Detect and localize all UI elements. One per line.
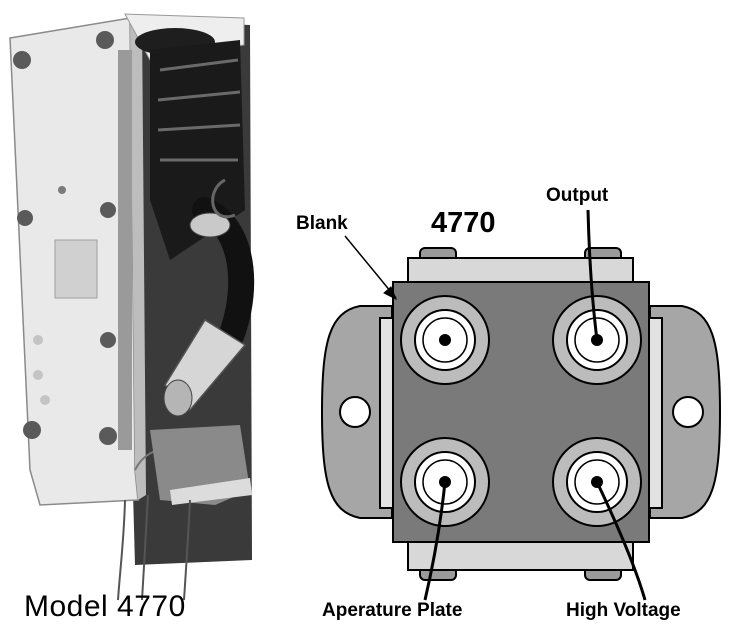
- photo-caption: Model 4770: [24, 590, 186, 623]
- photo-hole: [58, 186, 66, 194]
- leader-output: [586, 209, 599, 341]
- mount-hole-right: [672, 396, 704, 428]
- photo-fin: [159, 58, 239, 72]
- connector-top-left: [400, 295, 490, 385]
- photo-bottom-lip: [170, 478, 252, 505]
- leader-aperture-plate: [423, 481, 447, 601]
- leader-blank-arrowhead: [383, 286, 397, 301]
- photo-hole: [40, 395, 50, 405]
- photo-lead-wire: [141, 494, 149, 601]
- photo-bar: [118, 50, 132, 450]
- photo-screw: [13, 51, 31, 69]
- label-output: Output: [546, 185, 609, 206]
- mount-hole-left: [339, 396, 371, 428]
- photo-collar: [189, 212, 231, 238]
- photo-screw: [100, 202, 116, 218]
- label-blank: Blank: [296, 213, 348, 234]
- photo-screw: [100, 332, 116, 348]
- photo-hole: [33, 335, 43, 345]
- photo-fin: [157, 123, 241, 132]
- label-aperture-plate: Aperature Plate: [322, 600, 463, 621]
- photo-wire: [211, 178, 236, 219]
- detector-photo: [9, 13, 255, 601]
- photo-screw: [23, 421, 41, 439]
- photo-lead-wire: [183, 499, 191, 601]
- photo-hole: [33, 370, 43, 380]
- leader-blank: [344, 235, 397, 299]
- diagram-model-number: 4770: [431, 207, 496, 239]
- photo-fin: [157, 90, 241, 102]
- leader-lines: [344, 209, 647, 601]
- leader-high-voltage: [595, 481, 647, 601]
- photo-screw: [17, 210, 33, 226]
- photo-screw: [96, 31, 114, 49]
- photo-plate-edge: [130, 18, 146, 500]
- rail-bottom: [407, 539, 634, 571]
- photo-cone-tip: [163, 379, 193, 417]
- photo-window: [54, 239, 98, 299]
- photo-lead-wire: [117, 499, 126, 601]
- connector-diagram: [320, 247, 722, 581]
- photo-screw: [99, 427, 117, 445]
- label-high-voltage: High Voltage: [566, 600, 681, 621]
